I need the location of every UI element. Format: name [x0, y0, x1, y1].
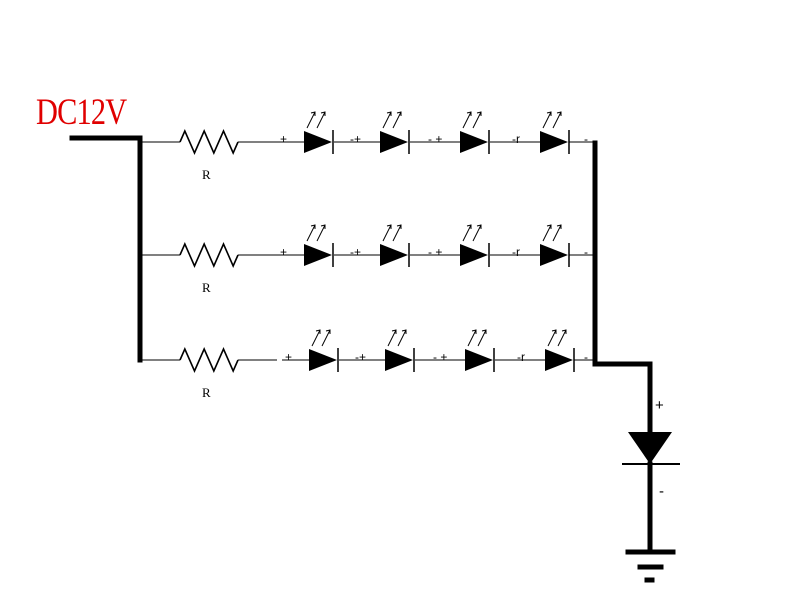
polarity-minus: -: [584, 132, 588, 146]
polarity-pair: - +: [433, 350, 448, 364]
led-light-arrowhead: [320, 224, 326, 229]
polarity-pair: -+: [350, 132, 362, 146]
series-diode-minus-label: -: [659, 483, 664, 500]
led-light-arrowhead: [320, 111, 326, 116]
led-light-arrowhead: [396, 111, 402, 116]
polarity-plus: +: [280, 245, 288, 259]
polarity-pair: -r: [512, 245, 520, 259]
resistor: [179, 129, 239, 155]
led-body: [385, 349, 413, 371]
led-body: [540, 131, 568, 153]
led-light-arrow: [306, 224, 316, 242]
led-light-arrowhead: [471, 329, 477, 334]
polarity-pair: - +: [428, 132, 443, 146]
led-light-arrowhead: [481, 329, 487, 334]
led-light-arrow: [547, 329, 557, 347]
led-body: [380, 244, 408, 266]
series-diode-body: [628, 432, 672, 464]
resistor: [179, 347, 239, 373]
return-bus: [592, 140, 653, 435]
led-body: [545, 349, 573, 371]
led-light-arrow: [392, 224, 402, 242]
resistor-label: R: [202, 167, 211, 182]
led-light-arrow: [552, 111, 562, 129]
led-light-arrow: [382, 111, 392, 129]
led-light-arrow: [321, 329, 331, 347]
led-light-arrowhead: [310, 111, 316, 116]
led-body: [380, 131, 408, 153]
series-diode-plus-label: +: [655, 397, 664, 414]
led-light-arrow: [472, 224, 482, 242]
led-body: [540, 244, 568, 266]
led-body: [460, 244, 488, 266]
led-light-arrowhead: [396, 224, 402, 229]
led-light-arrow: [542, 224, 552, 242]
polarity-pair: -+: [355, 350, 367, 364]
led-light-arrowhead: [391, 329, 397, 334]
branch-3: [140, 329, 595, 373]
led-body: [460, 131, 488, 153]
led-light-arrowhead: [466, 111, 472, 116]
polarity-pair: -r: [512, 132, 520, 146]
led-light-arrow: [306, 111, 316, 129]
polarity-minus: -: [584, 245, 588, 259]
led-body: [465, 349, 493, 371]
led-light-arrowhead: [551, 329, 557, 334]
led-light-arrowhead: [556, 224, 562, 229]
led-branches: [140, 111, 595, 373]
led-light-arrow: [316, 111, 326, 129]
led-light-arrow: [542, 111, 552, 129]
led-light-arrow: [462, 224, 472, 242]
polarity-pair: - +: [428, 245, 443, 259]
branch-1: [140, 111, 595, 155]
led-light-arrowhead: [561, 329, 567, 334]
led-light-arrowhead: [476, 224, 482, 229]
polarity-pair: -r: [517, 350, 525, 364]
led-light-arrowhead: [546, 111, 552, 116]
led-light-arrowhead: [546, 224, 552, 229]
resistor: [179, 242, 239, 268]
led-light-arrowhead: [556, 111, 562, 116]
led-light-arrow: [397, 329, 407, 347]
polarity-pair: -+: [350, 245, 362, 259]
led-light-arrowhead: [386, 111, 392, 116]
led-light-arrow: [477, 329, 487, 347]
led-light-arrow: [311, 329, 321, 347]
polarity-minus: -: [584, 350, 588, 364]
led-light-arrow: [467, 329, 477, 347]
led-light-arrow: [382, 224, 392, 242]
led-light-arrow: [462, 111, 472, 129]
branch-2: [140, 224, 595, 268]
led-light-arrow: [552, 224, 562, 242]
led-body: [304, 244, 332, 266]
resistor-label: R: [202, 385, 211, 400]
led-light-arrowhead: [315, 329, 321, 334]
supply-voltage-label: DC12V: [36, 92, 127, 133]
polarity-plus: +: [280, 132, 288, 146]
led-light-arrowhead: [476, 111, 482, 116]
supply-bus: [69, 135, 143, 363]
led-light-arrow: [392, 111, 402, 129]
polarity-plus: +: [285, 350, 293, 364]
led-light-arrowhead: [325, 329, 331, 334]
led-light-arrow: [316, 224, 326, 242]
led-light-arrowhead: [310, 224, 316, 229]
led-light-arrow: [557, 329, 567, 347]
led-light-arrow: [472, 111, 482, 129]
led-body: [309, 349, 337, 371]
led-light-arrowhead: [466, 224, 472, 229]
series-diode: [622, 432, 680, 465]
main-wiring: [69, 135, 676, 583]
led-light-arrow: [387, 329, 397, 347]
led-light-arrowhead: [401, 329, 407, 334]
resistor-label: R: [202, 280, 211, 295]
led-light-arrowhead: [386, 224, 392, 229]
led-body: [304, 131, 332, 153]
